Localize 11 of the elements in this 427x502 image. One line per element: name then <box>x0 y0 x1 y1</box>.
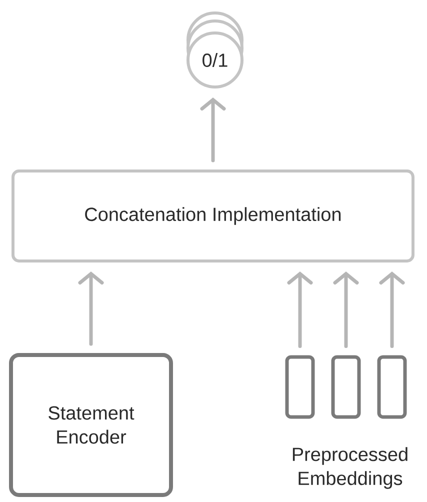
encoder-box: Statement Encoder <box>9 353 173 497</box>
embedding-bar <box>285 355 315 419</box>
caption-text: Preprocessed Embeddings <box>292 447 408 489</box>
arrow <box>287 272 313 348</box>
process-box: Concatenation Implementation <box>12 170 414 262</box>
embedding-bar <box>331 355 361 419</box>
arrow <box>200 98 226 162</box>
arrow <box>333 272 359 348</box>
embedding-bar <box>377 355 407 419</box>
arrow <box>379 272 405 348</box>
arrow <box>78 272 104 346</box>
